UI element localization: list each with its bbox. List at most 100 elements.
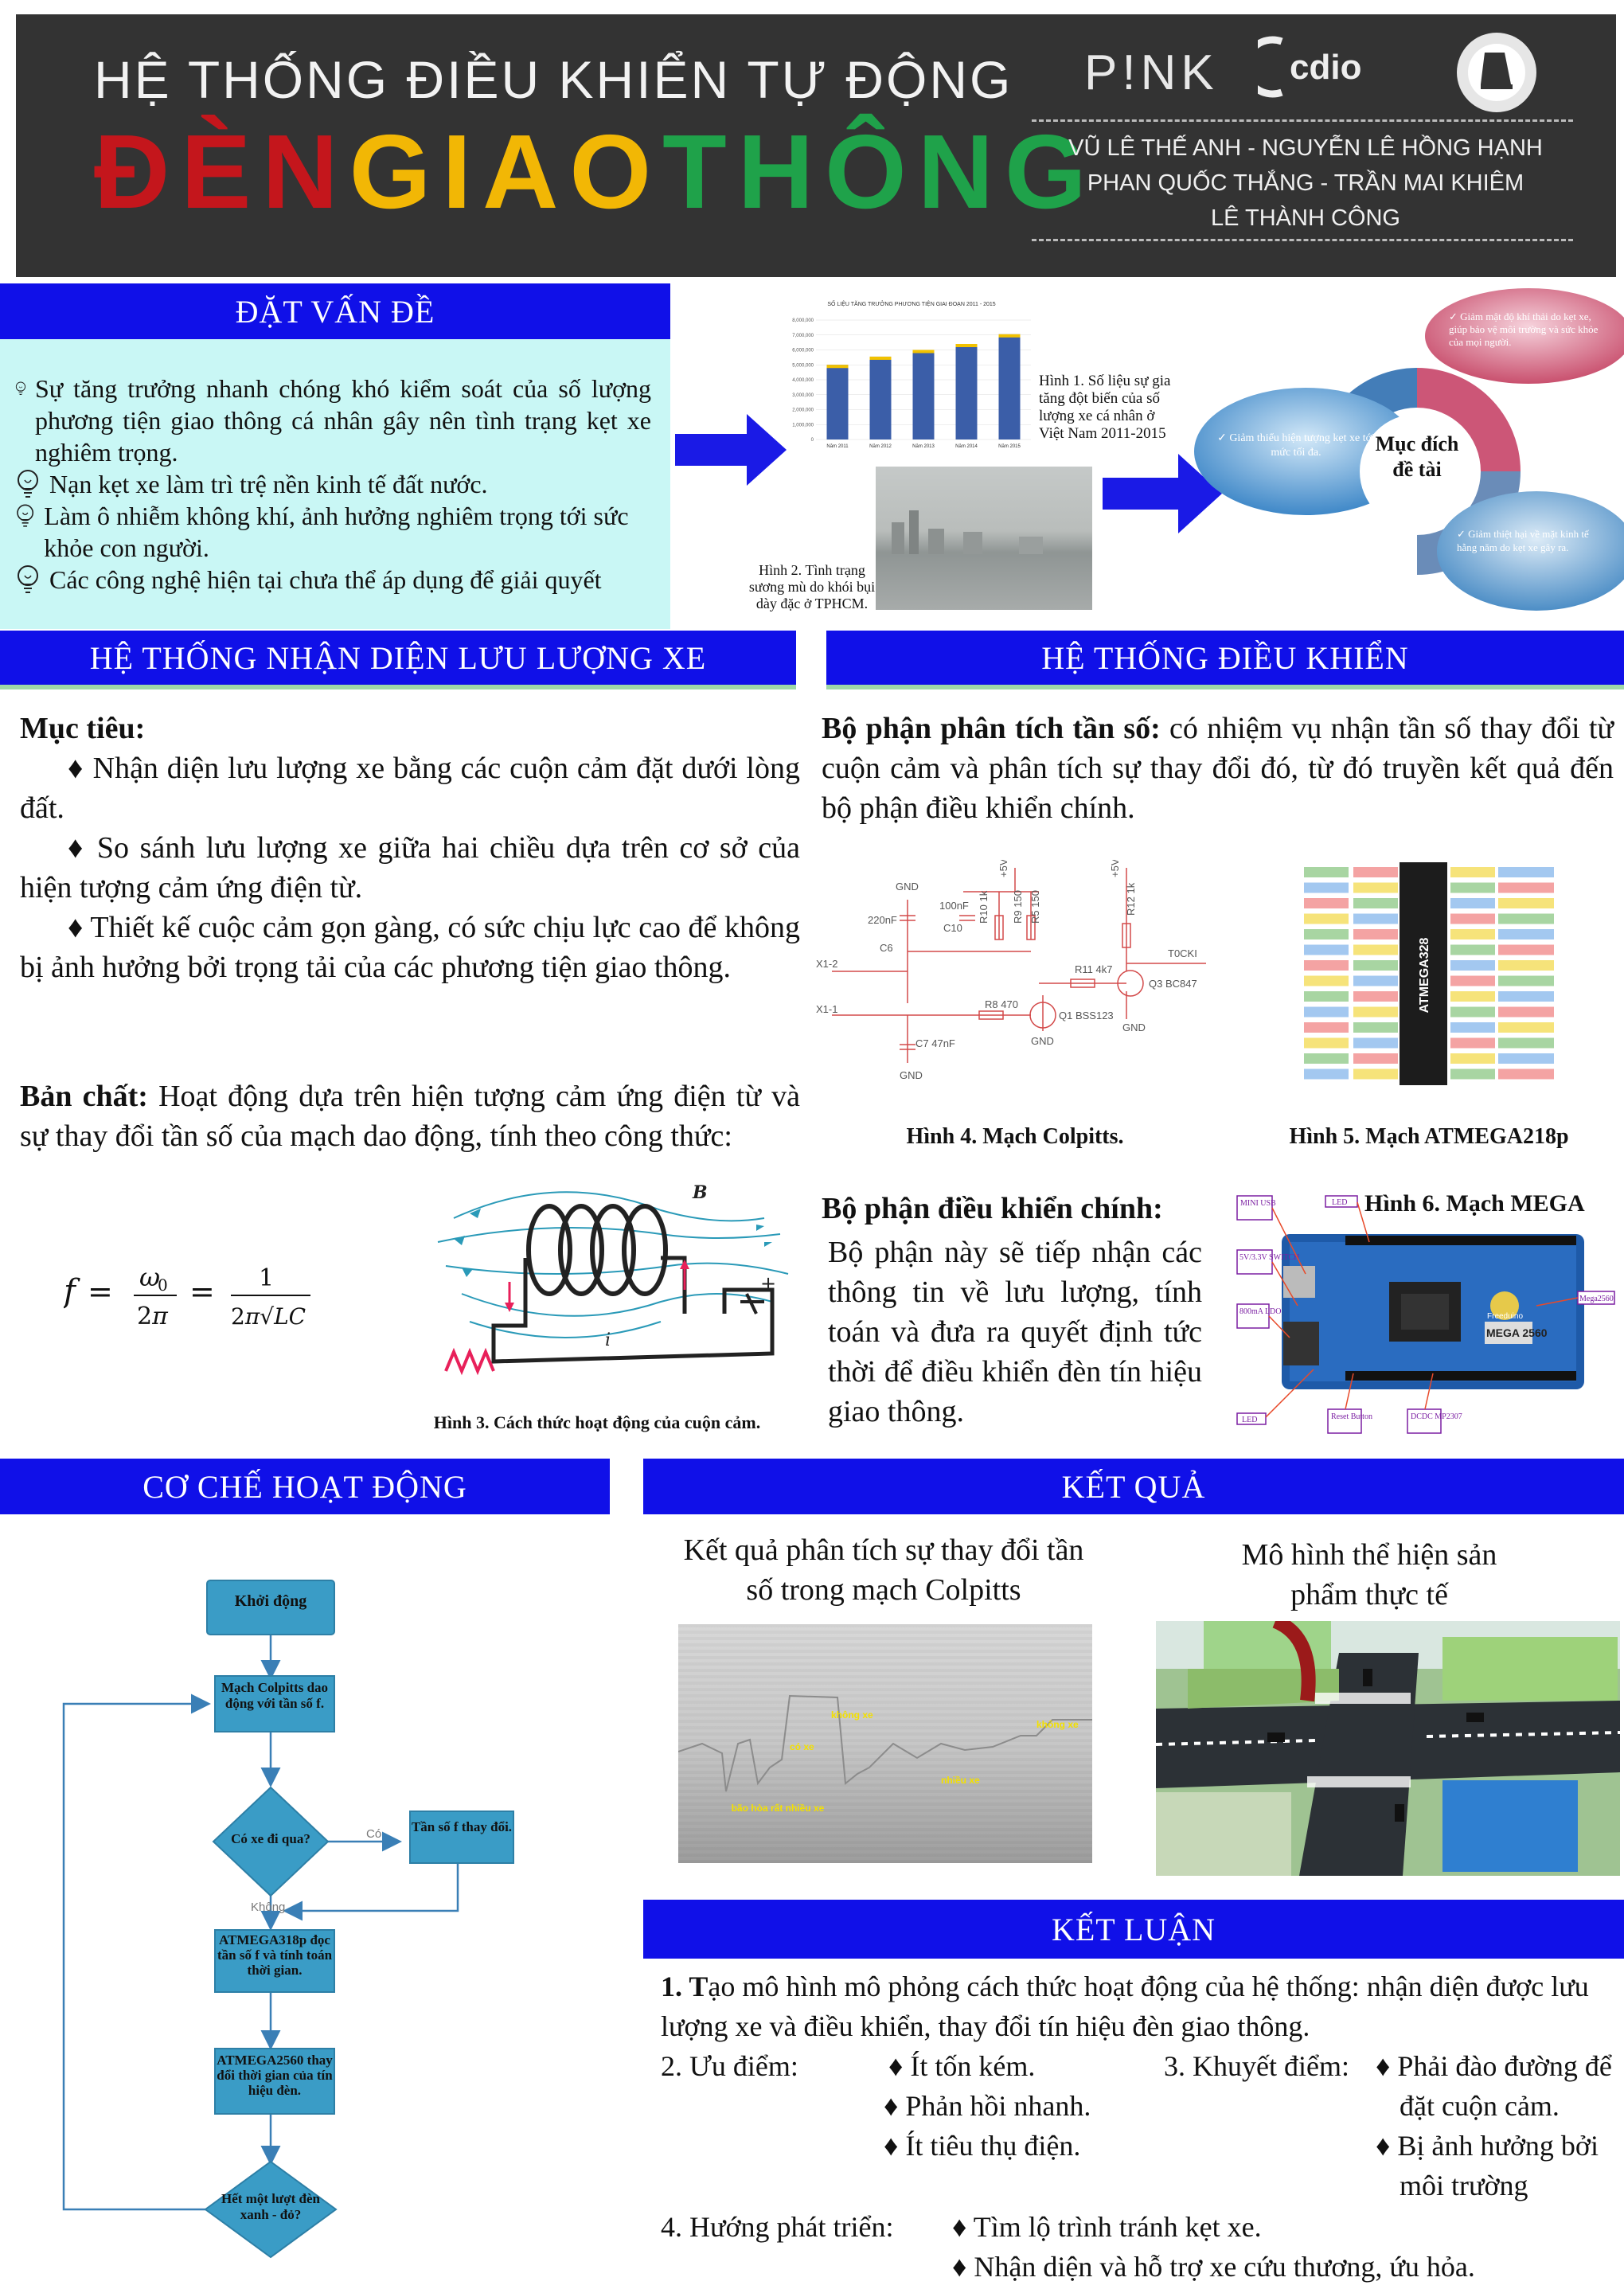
svg-text:Mega2560: Mega2560 xyxy=(1579,1295,1614,1303)
flow-decision xyxy=(212,1786,330,1897)
svg-text:DCDC MP2307: DCDC MP2307 xyxy=(1411,1412,1462,1421)
development-item: ♦ Nhận diện và hỗ trợ xe cứu thương, ứu … xyxy=(952,2251,1475,2283)
pin-label-box xyxy=(1353,867,1398,877)
svg-text:2π√LC: 2π√LC xyxy=(231,1303,306,1330)
pin-label-box xyxy=(1353,975,1398,986)
title-letter: T xyxy=(662,113,738,230)
svg-text:C7 47nF: C7 47nF xyxy=(915,1037,955,1049)
authors-line: PHAN QUỐC THẮNG - TRẦN MAI KHIÊM xyxy=(1087,170,1524,196)
main-controller-label: Bộ phận điều khiển chính: xyxy=(822,1192,1163,1225)
svg-text:ω: ω xyxy=(139,1262,160,1292)
poster-header: HỆ THỐNG ĐIỀU KHIỂN TỰ ĐỘNG ĐÈNGIAOTHÔNG… xyxy=(0,0,1624,280)
flow-start-label: Khởi động xyxy=(234,1592,307,1610)
title-letter: G xyxy=(349,113,443,230)
svg-text:R8 470: R8 470 xyxy=(985,998,1018,1010)
pin-label-box xyxy=(1450,1053,1495,1064)
chart-bar xyxy=(912,350,935,439)
svg-text:220nF: 220nF xyxy=(868,914,897,926)
chart-y-tick-label: 8,000,000 xyxy=(792,318,814,323)
fig4-caption: Hình 4. Mạch Colpitts. xyxy=(906,1124,1124,1149)
pin-label-box xyxy=(1450,867,1495,877)
chart-x-tick-label: Năm 2014 xyxy=(955,444,978,449)
pin-label-box xyxy=(1498,867,1554,877)
chart-bar xyxy=(955,344,978,439)
analyzer-text: Bộ phận phân tích tần số: có nhiệm vụ nh… xyxy=(822,709,1614,828)
svg-text:B: B xyxy=(692,1182,708,1203)
purpose-item-text: Giảm thiệt hại về mặt kinh tế hằng năm d… xyxy=(1457,528,1589,553)
title-letter: O xyxy=(569,113,663,230)
recognition-goals: Mục tiêu: ♦ Nhận diện lưu lượng xe bằng … xyxy=(20,709,800,987)
authors-line: LÊ THÀNH CÔNG xyxy=(1211,205,1400,231)
pin-label-box xyxy=(1450,960,1495,971)
chart-bar-top xyxy=(912,350,935,354)
nature-text: Hoạt động dựa trên hiện tượng cảm ứng đi… xyxy=(20,1080,800,1153)
pin-label-box xyxy=(1450,1068,1495,1080)
flow-step3-label: ATMEGA2560 thay đổi thời gian của tín hi… xyxy=(217,2053,333,2098)
chart-y-tick-label: 0 xyxy=(811,438,814,443)
pin-label-box xyxy=(1353,1053,1398,1064)
section-bar-results: KẾT QUẢ xyxy=(643,1459,1624,1514)
svg-text:LED: LED xyxy=(1242,1416,1257,1424)
flow-step1-label: Mạch Colpitts dao động với tần số f. xyxy=(221,1680,329,1711)
chart-y-tick-label: 2,000,000 xyxy=(792,408,814,413)
title-letter: È xyxy=(181,113,263,230)
problem-item-text: Làm ô nhiễm không khí, ảnh hưởng nghiêm … xyxy=(44,502,629,562)
pin-label-box xyxy=(1450,1006,1495,1018)
purpose-item-text: Giảm thiểu hiện tượng kẹt xe tới mức tối… xyxy=(1229,432,1375,459)
fig5-caption: Hình 5. Mạch ATMEGA218p xyxy=(1289,1124,1569,1149)
svg-text:=: = xyxy=(189,1274,215,1309)
section-bar-mechanism: CƠ CHẾ HOẠT ĐỘNG xyxy=(0,1459,610,1514)
purpose-item: ✓ Giảm mật độ khí thải do kẹt xe, giúp b… xyxy=(1449,311,1599,348)
svg-text:C10: C10 xyxy=(943,922,962,934)
pin-label-box xyxy=(1450,929,1495,939)
pin-label-box xyxy=(1498,882,1554,893)
pin-label-box xyxy=(1450,944,1495,955)
problem-item-text: Sự tăng trưởng nhanh chóng khó kiểm soát… xyxy=(34,374,651,467)
flow-step-box xyxy=(214,1675,335,1732)
development-item: ♦ Tìm lộ trình tránh kẹt xe. xyxy=(952,2211,1262,2243)
goal-item: ♦ Thiết kế cuộc cảm gọn gàng, có sức chị… xyxy=(20,911,800,984)
pin-label-box xyxy=(1498,944,1554,955)
section-bar-conclusion: KẾT LUẬN xyxy=(643,1900,1624,1959)
purpose-item-text: Giảm mật độ khí thải do kẹt xe, giúp bảo… xyxy=(1449,311,1599,348)
fig3-caption: Hình 3. Cách thức hoạt động của cuộn cảm… xyxy=(433,1412,761,1432)
advantages-label: 2. Ưu điểm: xyxy=(661,2050,798,2082)
pin-label-box xyxy=(1304,1037,1349,1049)
chart-bar xyxy=(869,356,892,439)
conclusion-text: ạo mô hình mô phỏng cách thức hoạt động … xyxy=(661,1971,1589,2042)
building-silhouette xyxy=(892,522,904,554)
svg-text:X1-2: X1-2 xyxy=(816,958,837,970)
svg-text:f: f xyxy=(64,1273,80,1310)
section-bar-recognition: HỆ THỐNG NHẬN DIỆN LƯU LƯỢNG XE xyxy=(0,631,796,689)
svg-text:5V/3.3V SWITCH: 5V/3.3V SWITCH xyxy=(1239,1253,1299,1262)
chart-y-tick-label: 6,000,000 xyxy=(792,349,814,354)
section-title: KẾT QUẢ xyxy=(1061,1468,1206,1505)
disadvantages-label: 3. Khuyết điểm: xyxy=(1164,2050,1349,2082)
flow-step2-label: ATMEGA318p đọc tần số f và tính toán thờ… xyxy=(217,1932,333,1978)
fig6-caption: Hình 6. Mạch MEGA xyxy=(1364,1190,1585,1217)
flow-step-box xyxy=(214,1929,335,1993)
chart-y-tick-label: 7,000,000 xyxy=(792,334,814,338)
university-logo xyxy=(1457,33,1536,112)
problem-list: Sự tăng trưởng nhanh chóng khó kiểm soát… xyxy=(14,373,651,596)
frequency-formula: f = ω 0 2π = 1 2π√LC xyxy=(64,1262,310,1330)
title-line-1: HỆ THỐNG ĐIỀU KHIỂN TỰ ĐỘNG xyxy=(94,50,1013,109)
pin-label-box xyxy=(1450,898,1495,908)
svg-text:MINI USB: MINI USB xyxy=(1240,1199,1276,1208)
inductor-coil-diagram: + B i xyxy=(437,1182,789,1376)
advantages-list: ♦ Ít tốn kém. ♦ Phản hồi nhanh. ♦ Ít tiê… xyxy=(884,2046,1170,2166)
svg-text:R12 1k: R12 1k xyxy=(1125,882,1137,916)
pin-label-box xyxy=(1304,882,1349,893)
building-silhouette xyxy=(1019,537,1043,554)
flow-no-label: Không xyxy=(251,1900,285,1914)
pin-label-box xyxy=(1304,913,1349,924)
lightbulb-icon xyxy=(18,565,38,593)
svg-text:GND: GND xyxy=(896,881,919,893)
pin-label-box xyxy=(1353,1006,1398,1018)
pin-label-box xyxy=(1304,975,1349,986)
colpitts-circuit: GND +5V +5V 100nF C10 220nF C6 R10 1k R9… xyxy=(816,860,1206,1081)
pin-label-box xyxy=(1353,882,1398,893)
pin-label-box xyxy=(1353,960,1398,971)
development-list: ♦ Tìm lộ trình tránh kẹt xe. ♦ Nhận diện… xyxy=(952,2207,1621,2287)
chart-x-tick-label: Năm 2012 xyxy=(869,444,892,449)
